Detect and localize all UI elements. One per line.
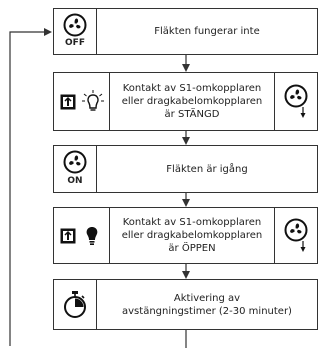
switch-icon [60,228,76,244]
fan-on-icon-cell: ON [54,146,97,192]
off-badge: OFF [65,38,85,48]
fan-icon [63,13,87,37]
fan-down-arrow-icon [284,218,308,252]
step-shutdown-timer: Aktivering av avstängningstimer (2-30 mi… [53,279,318,330]
timer-icon [64,291,86,318]
step-contact-open-label: Kontakt av S1-omkopplaren eller dragkabe… [121,217,263,254]
switch-bulb-on-cell [54,208,110,263]
step-shutdown-timer-label: Aktivering av avstängningstimer (2-30 mi… [122,292,292,317]
step-contact-open: Kontakt av S1-omkopplaren eller dragkabe… [53,207,318,264]
timer-icon-cell [54,280,97,329]
fan-down-cell [274,73,317,130]
step-fan-off-label: Fläkten fungerar inte [154,26,260,37]
fan-down-arrow-icon [284,84,308,118]
bulb-off-icon [82,90,104,111]
fan-off-icon-cell: OFF [54,9,97,54]
fan-down-cell-2 [274,208,317,263]
step-fan-off: OFF Fläkten fungerar inte [53,8,318,55]
switch-bulb-cell [54,73,110,130]
on-badge: ON [67,176,83,186]
step-contact-closed: Kontakt av S1-omkopplaren eller dragkabe… [53,72,318,131]
fan-icon [63,150,87,174]
step-contact-closed-label: Kontakt av S1-omkopplaren eller dragkabe… [121,83,263,120]
step-fan-on: ON Fläkten är igång [53,145,318,193]
bulb-on-icon [86,227,98,245]
step-fan-on-label: Fläkten är igång [166,163,248,175]
switch-icon [60,94,76,110]
